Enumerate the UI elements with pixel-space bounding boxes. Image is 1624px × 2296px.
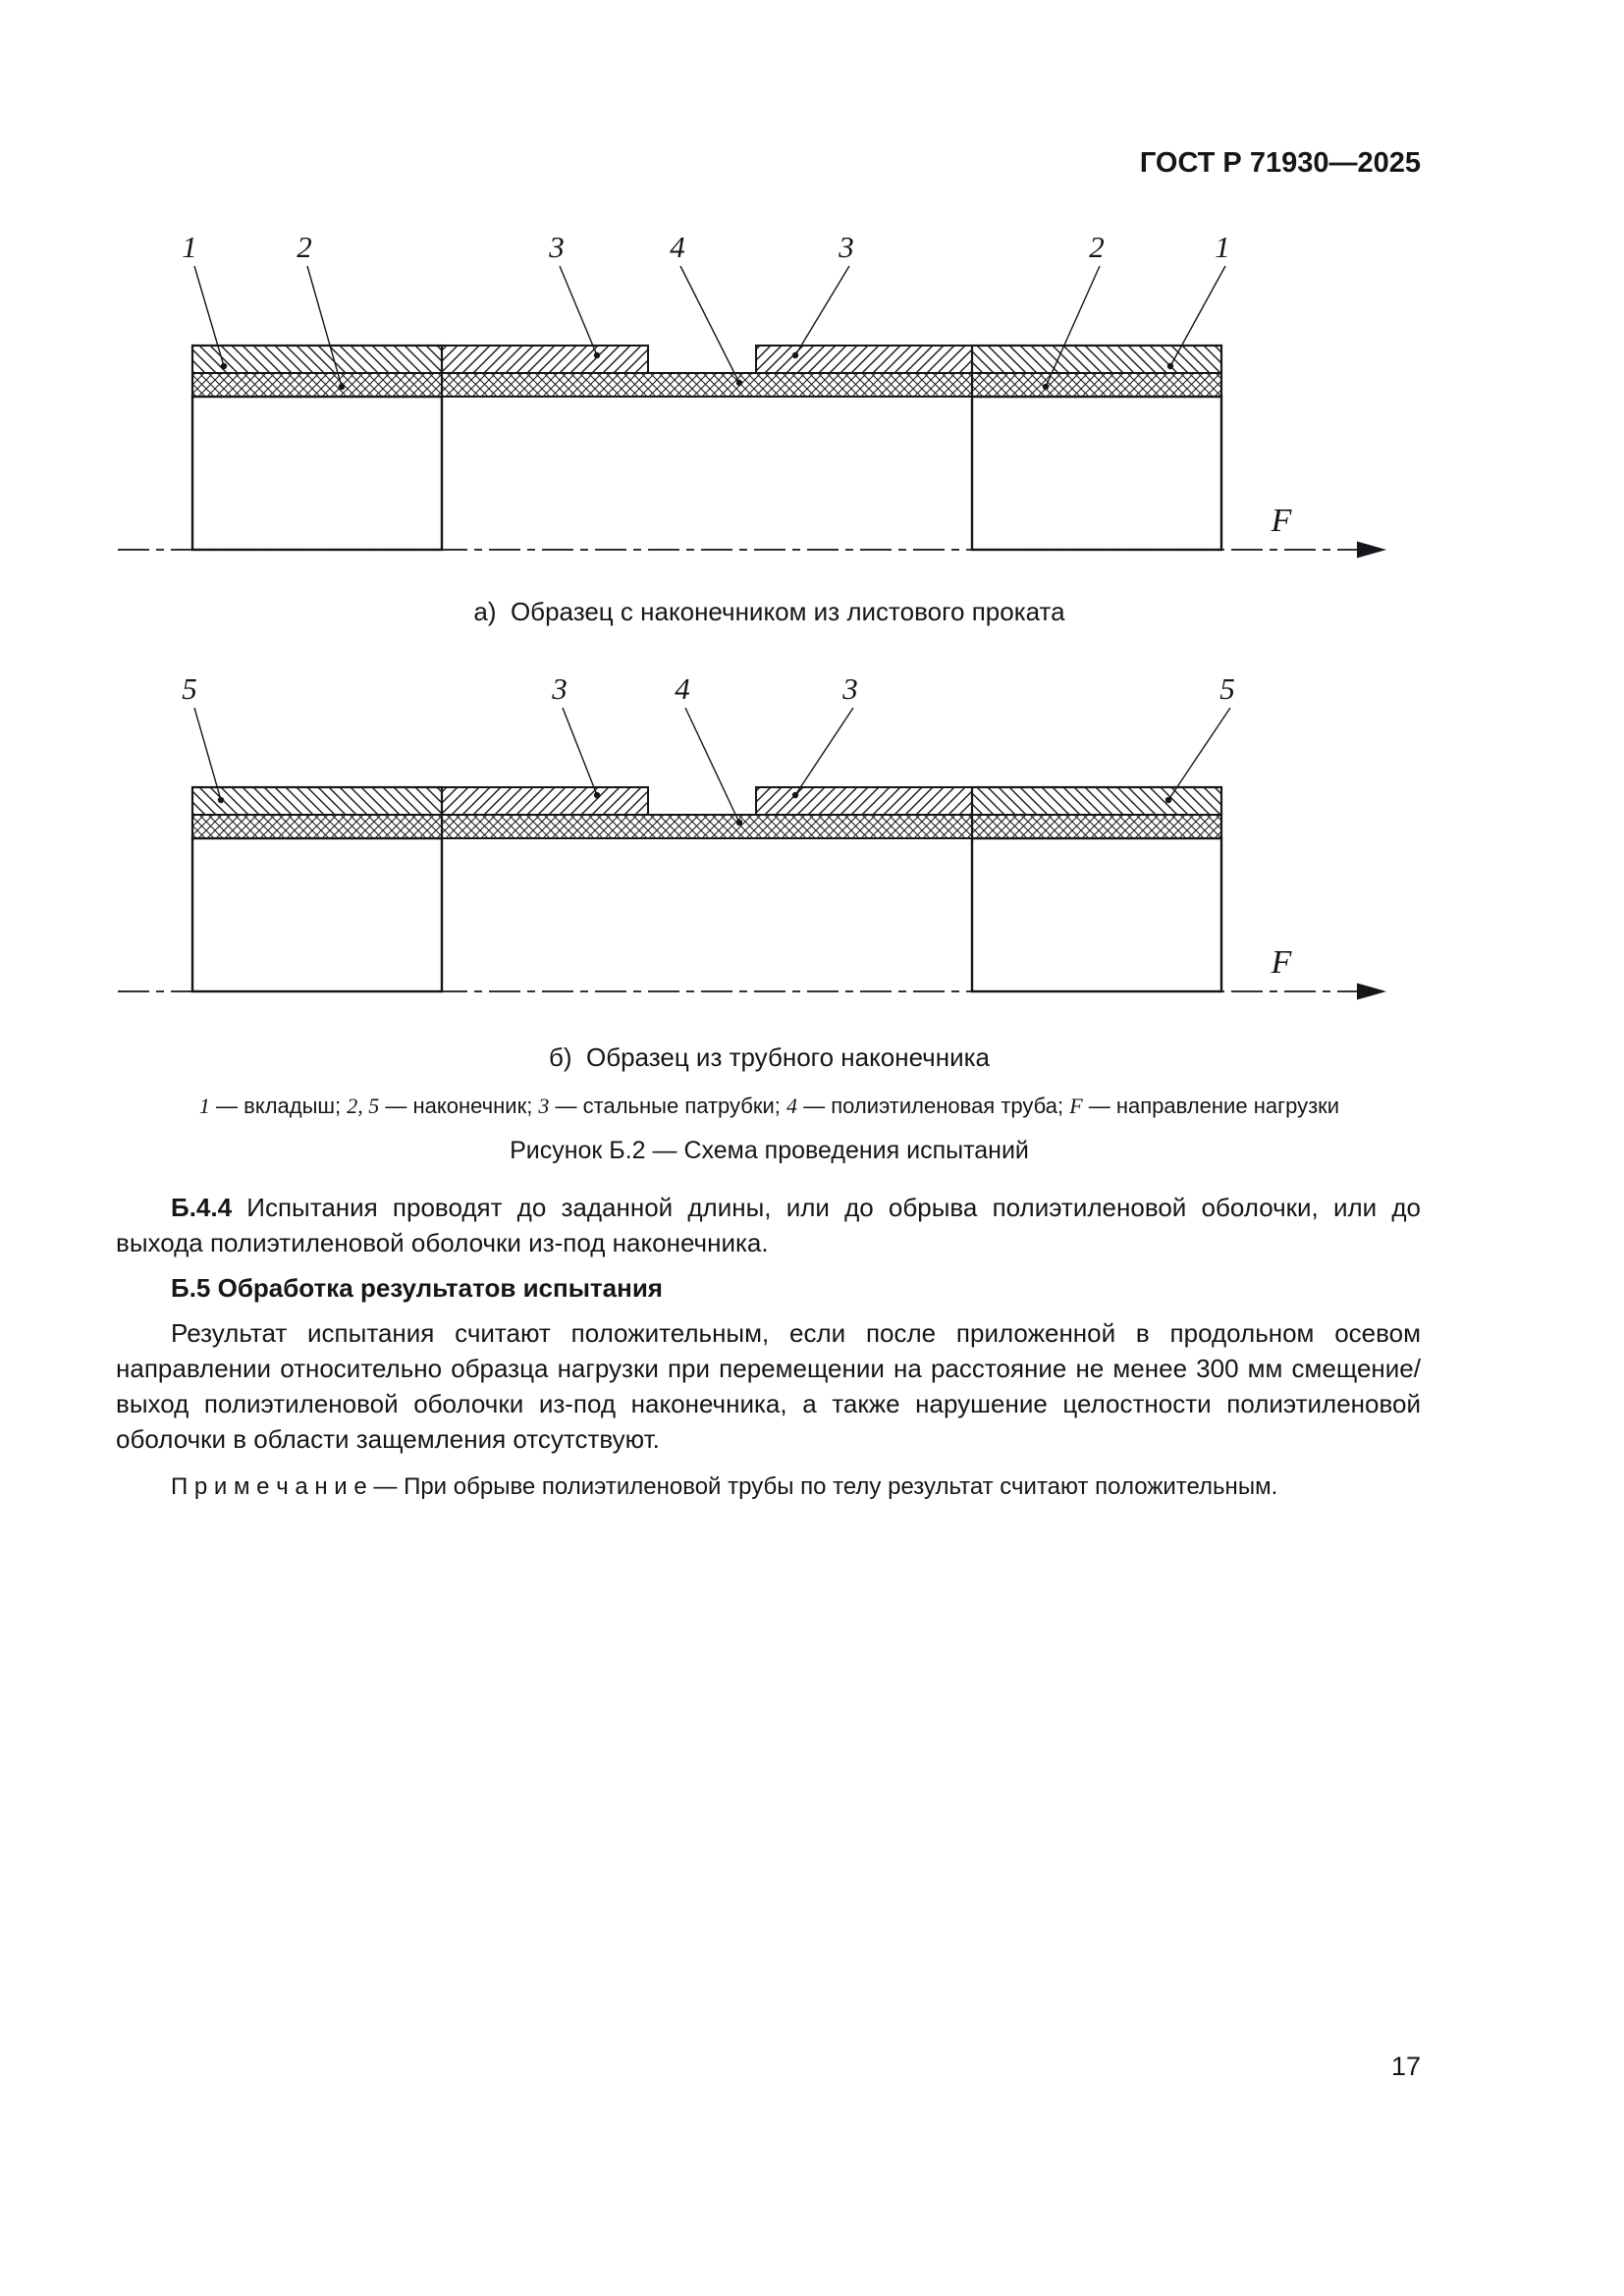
end-fitting-right-outline (970, 344, 1223, 399)
force-label: F (1271, 503, 1293, 539)
legend-desc-4: — полиэтиленовая труба; (797, 1094, 1070, 1118)
paragraph-result: Результат испытания считают положительны… (116, 1318, 1421, 1454)
callout-insert-right: 1 (1215, 230, 1230, 264)
legend-term-3: 3 (538, 1094, 550, 1118)
legend-desc-1: — вкладыш; (209, 1094, 348, 1118)
figure-b-caption-letter: б) (548, 1042, 572, 1072)
figure-title: Рисунок Б.2 — Схема проведения испытаний (510, 1137, 1029, 1164)
legend-term-4: 4 (786, 1094, 798, 1118)
note-text: — При обрыве полиэтиленовой трубы по тел… (373, 1473, 1278, 1500)
figure-b-drawing: F 5 3 4 3 5 (118, 671, 1386, 1000)
force-arrow-head (1357, 983, 1386, 1000)
end-fitting-left-outline (190, 785, 444, 840)
note-paragraph: П р и м е ч а н и е — При обрыве полиэти… (116, 1470, 1421, 1503)
legend-desc-3: — стальные патрубки; (549, 1094, 787, 1118)
legend-term-F: F (1069, 1094, 1083, 1118)
figure-a-caption-text: Образец с наконечником из листового прок… (510, 597, 1065, 626)
end-fitting-right (971, 345, 1222, 374)
end-fitting-left (191, 345, 443, 374)
legend-desc-F: — направление нагрузки (1082, 1094, 1340, 1118)
force-label: F (1271, 944, 1293, 981)
page-number: 17 (1390, 2052, 1421, 2081)
leader-lines (193, 707, 1231, 827)
callout-fitting-left: 5 (182, 671, 197, 706)
end-fitting-left-outline (190, 344, 444, 399)
end-fitting-right-outline (970, 785, 1223, 840)
figure-a-drawing: F 1 2 3 4 3 2 1 (118, 230, 1386, 559)
leader-lines (193, 265, 1226, 391)
heading-b5: Б.5 Обработка результатов испытания (171, 1273, 663, 1303)
paragraph-b44-text: Испытания проводят до заданной длины, ил… (116, 1193, 1421, 1257)
callout-fitting-right: 5 (1219, 671, 1235, 706)
end-fitting-right (971, 786, 1222, 816)
figure-a-caption: а) Образец с наконечником из листового п… (118, 597, 1421, 627)
callout-pe-pipe: 4 (670, 230, 685, 264)
grip-body-right (970, 395, 1223, 552)
clause-number-b44: Б.4.4 (171, 1193, 233, 1222)
callout-fitting-right: 2 (1089, 230, 1105, 264)
legend-desc-2: — наконечник; (379, 1094, 539, 1118)
figure-b-caption-text: Образец из трубного наконечника (585, 1042, 991, 1072)
grip-body-right (970, 836, 1223, 993)
figure-a-caption-letter: а) (473, 597, 497, 626)
paragraph-b44: Б.4.4 Испытания проводят до заданной дли… (116, 1190, 1421, 1260)
grip-body-left (190, 395, 444, 552)
grip-body-left (190, 836, 444, 993)
figure-legend: 1 — вкладыш; 2, 5 — наконечник; 3 — стал… (118, 1094, 1421, 1119)
callout-steel-right: 3 (841, 671, 858, 706)
callout-insert-left: 1 (182, 230, 197, 264)
legend-term-1: 1 (198, 1094, 210, 1118)
callout-fitting-left: 2 (297, 230, 312, 264)
callout-pe-pipe: 4 (675, 671, 690, 706)
pe-pipe-strip (191, 372, 1222, 398)
pe-pipe-strip (191, 814, 1222, 839)
doc-code: ГОСТ Р 71930—2025 (1139, 147, 1421, 179)
note-label: П р и м е ч а н и е (171, 1473, 367, 1500)
callout-steel-left: 3 (548, 230, 565, 264)
figure-b-caption: б) Образец из трубного наконечника (118, 1042, 1421, 1073)
callout-steel-left: 3 (551, 671, 568, 706)
legend-term-2: 2, 5 (347, 1094, 380, 1118)
force-arrow-head (1357, 541, 1386, 559)
callout-steel-right: 3 (838, 230, 854, 264)
end-fitting-left (191, 786, 443, 816)
